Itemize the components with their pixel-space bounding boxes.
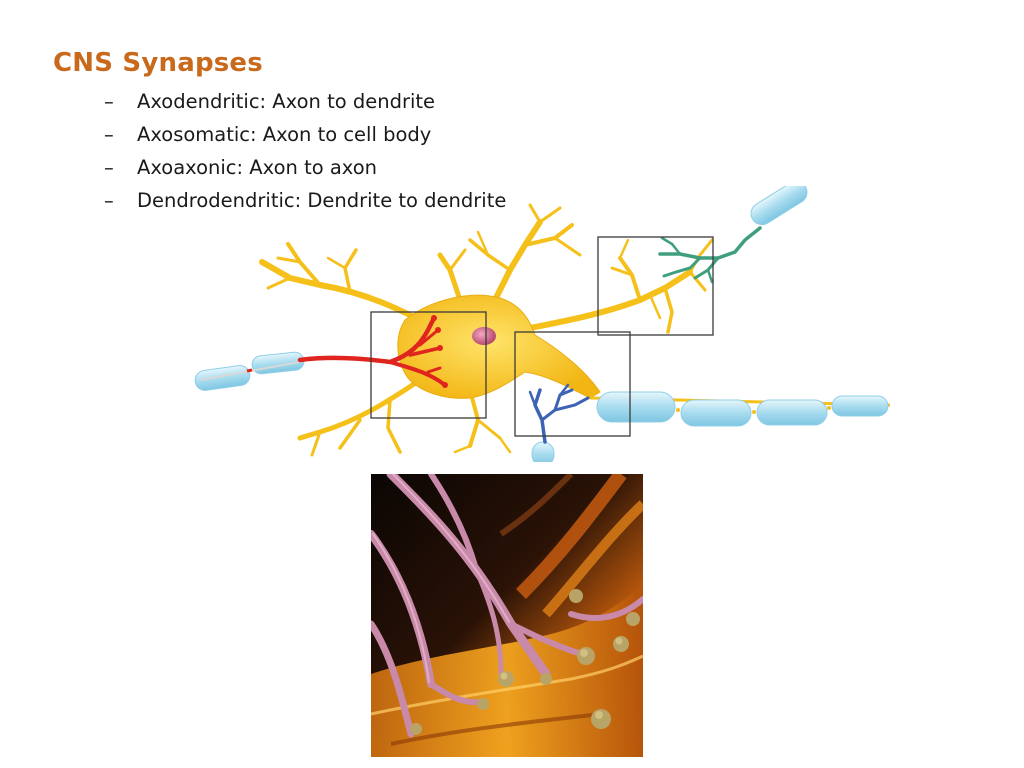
micrograph-svg (371, 474, 643, 757)
bullet-text: Axoaxonic: Axon to axon (137, 156, 378, 179)
bullet-dash: – (104, 156, 114, 179)
synapse-boxes (370, 236, 714, 437)
bullet-item: –Axosomatic: Axon to cell body (104, 120, 506, 153)
bullet-item: –Dendrodendritic: Dendrite to dendrite (104, 186, 506, 219)
bullet-dash: – (104, 90, 114, 113)
neuron-synapse-diagram (194, 186, 891, 462)
dendrites (259, 203, 714, 457)
bullet-text: Dendrodendritic: Dendrite to dendrite (137, 189, 507, 212)
bullet-text: Axodendritic: Axon to dendrite (137, 90, 436, 113)
bullet-dash: – (104, 123, 114, 146)
bullet-item: –Axoaxonic: Axon to axon (104, 153, 506, 186)
bullet-dash: – (104, 189, 114, 212)
dendrodendritic-box (597, 236, 714, 336)
axosomatic-box (370, 311, 487, 419)
slide-title: CNS Synapses (53, 48, 263, 78)
nucleus (472, 327, 496, 345)
cell-body (397, 294, 601, 399)
bullet-text: Axosomatic: Axon to cell body (137, 123, 432, 146)
green-dendrite (658, 186, 808, 284)
main-axon (589, 391, 891, 427)
axoaxonic-box (514, 331, 631, 437)
bullet-list: –Axodendritic: Axon to dendrite –Axosoma… (104, 87, 506, 219)
red-axon (194, 315, 448, 391)
electron-micrograph-image (371, 474, 643, 757)
blue-axon (528, 383, 590, 462)
bullet-item: –Axodendritic: Axon to dendrite (104, 87, 506, 120)
